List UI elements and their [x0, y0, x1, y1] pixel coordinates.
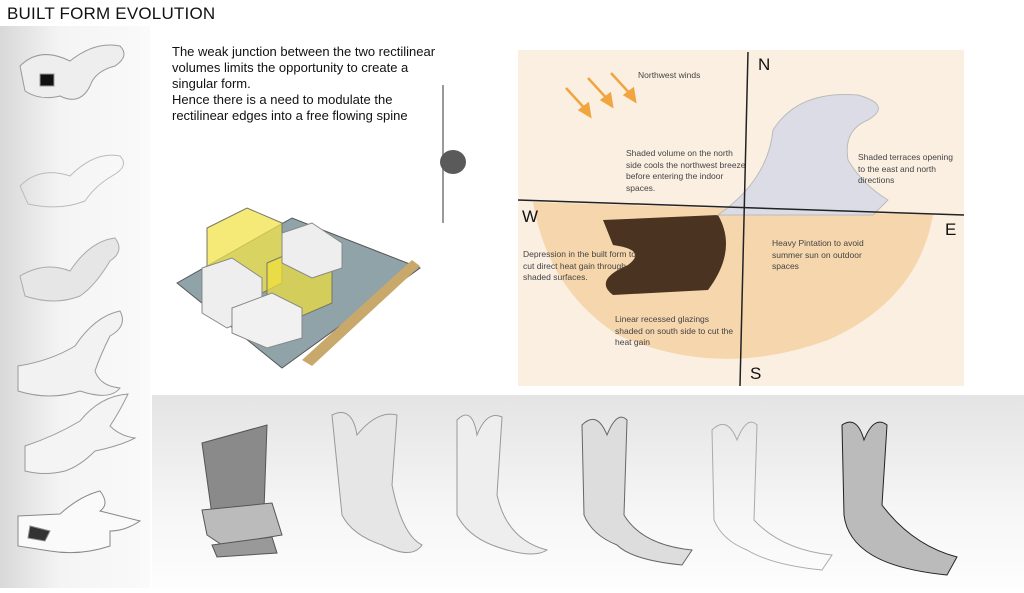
plan-form-1	[19, 44, 125, 100]
plan-form-6	[17, 490, 142, 554]
road	[302, 260, 420, 366]
slider-handle[interactable]	[440, 150, 466, 174]
north-label: N	[758, 55, 771, 74]
intro-line-2: Hence there is a need to modulate the re…	[172, 92, 408, 123]
plan-form-2	[19, 154, 125, 208]
form-evolution-models	[152, 395, 1024, 588]
model-6	[841, 421, 958, 576]
terrace-form	[716, 93, 889, 216]
plan-evolution-strip	[0, 26, 150, 588]
model-5	[711, 421, 833, 571]
east-label: E	[945, 220, 957, 239]
north-volume-label: Shaded volume on the north side cools th…	[626, 148, 746, 193]
depression-form	[603, 215, 726, 295]
winds-label: Northwest winds	[638, 70, 701, 80]
depression-label: Depression in the built form to cut dire…	[523, 249, 636, 282]
plan-form-5	[24, 393, 137, 474]
model-3	[456, 414, 549, 555]
page-title: BUILT FORM EVOLUTION	[7, 4, 216, 23]
south-label: S	[750, 364, 762, 383]
glazings-label: Linear recessed glazings shaded on south…	[615, 314, 734, 347]
plan-form-3	[19, 237, 120, 302]
climate-diagram: N S E W Northwest winds Shaded volume on…	[518, 50, 964, 386]
wind-arrows-icon	[565, 72, 637, 119]
terraces-label: Shaded terraces opening to the east and …	[858, 152, 953, 185]
massing-model	[172, 188, 422, 375]
we-axis	[518, 199, 964, 216]
plan-form-4	[17, 310, 123, 397]
intro-line-1: The weak junction between the two rectil…	[172, 44, 436, 91]
model-2	[331, 412, 423, 553]
model-4	[581, 416, 693, 566]
intro-text: The weak junction between the two rectil…	[172, 44, 442, 124]
model-1	[201, 424, 283, 558]
west-label: W	[522, 207, 539, 226]
plantation-label: Heavy Pintation to avoid summer sun on o…	[772, 238, 864, 271]
ns-axis	[739, 51, 749, 386]
